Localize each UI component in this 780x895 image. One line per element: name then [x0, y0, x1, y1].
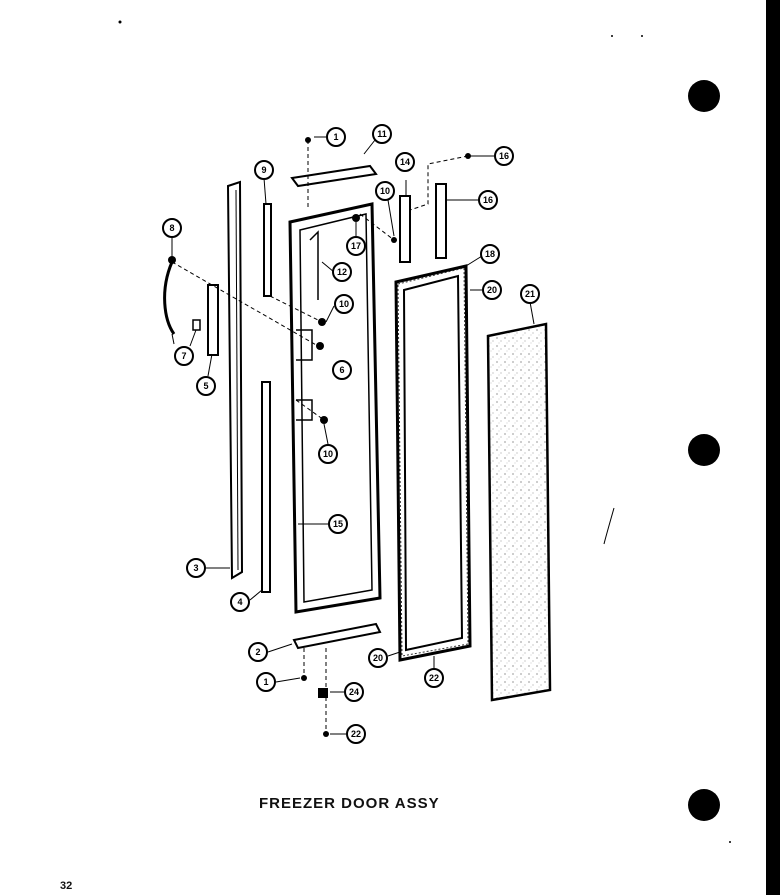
svg-text:20: 20 — [373, 653, 383, 663]
svg-text:22: 22 — [429, 673, 439, 683]
handle-clip — [192, 319, 201, 331]
upper-bracket — [399, 195, 411, 263]
svg-text:16: 16 — [499, 151, 509, 161]
svg-text:1: 1 — [263, 677, 268, 687]
handle-bracket — [207, 284, 219, 356]
svg-text:10: 10 — [339, 299, 349, 309]
svg-text:20: 20 — [487, 285, 497, 295]
callout-24: 24 — [344, 682, 364, 702]
svg-text:5: 5 — [203, 381, 208, 391]
callout-18: 18 — [480, 244, 500, 264]
callout-9: 9 — [254, 160, 274, 180]
svg-text:10: 10 — [323, 449, 333, 459]
scan-specks — [118, 20, 731, 843]
svg-text:9: 9 — [261, 165, 266, 175]
upper-side-strip — [435, 183, 447, 259]
callout-20-upper: 20 — [482, 280, 502, 300]
assembly-lines — [171, 140, 469, 734]
callout-21: 21 — [520, 284, 540, 304]
callout-2: 2 — [248, 642, 268, 662]
callout-15: 15 — [328, 514, 348, 534]
page-number: 32 — [60, 880, 73, 892]
binder-hole-bottom — [688, 789, 720, 821]
inner-liner-panel — [486, 322, 552, 702]
svg-text:22: 22 — [351, 729, 361, 739]
callout-10-lower: 10 — [318, 444, 338, 464]
svg-text:1: 1 — [333, 132, 338, 142]
callout-3: 3 — [186, 558, 206, 578]
svg-text:21: 21 — [525, 289, 535, 299]
leader-lines — [171, 136, 615, 735]
upper-trim-strip — [263, 203, 272, 297]
callout-22-bottom: 22 — [346, 724, 366, 744]
callout-7: 7 — [174, 346, 194, 366]
callout-16-top: 16 — [494, 146, 514, 166]
callout-4: 4 — [230, 592, 250, 612]
svg-text:6: 6 — [339, 365, 344, 375]
diagram-caption: FREEZER DOOR ASSY — [259, 795, 440, 812]
bottom-cap — [292, 622, 382, 650]
svg-text:16: 16 — [483, 195, 493, 205]
svg-text:18: 18 — [485, 249, 495, 259]
callout-11: 11 — [372, 124, 392, 144]
svg-text:24: 24 — [349, 687, 359, 697]
callout-10-upper: 10 — [375, 181, 395, 201]
callout-1-bottom: 1 — [256, 672, 276, 692]
callout-10-mid: 10 — [334, 294, 354, 314]
svg-text:11: 11 — [377, 129, 387, 139]
callout-22-right: 22 — [424, 668, 444, 688]
svg-text:4: 4 — [237, 597, 242, 607]
binder-hole-middle — [688, 434, 720, 466]
callout-8: 8 — [162, 218, 182, 238]
svg-text:17: 17 — [351, 241, 361, 251]
top-cap — [290, 164, 378, 188]
door-frame — [288, 202, 382, 614]
callout-12: 12 — [332, 262, 352, 282]
door-handle — [163, 261, 176, 335]
callout-17: 17 — [346, 236, 366, 256]
svg-text:12: 12 — [337, 267, 347, 277]
callout-6: 6 — [332, 360, 352, 380]
svg-text:2: 2 — [255, 647, 260, 657]
svg-text:8: 8 — [169, 223, 174, 233]
svg-text:3: 3 — [193, 563, 198, 573]
svg-text:10: 10 — [380, 186, 390, 196]
lower-trim-strip — [261, 381, 271, 593]
callout-20-lower: 20 — [368, 648, 388, 668]
callout-14: 14 — [395, 152, 415, 172]
svg-text:7: 7 — [181, 351, 186, 361]
scan-edge-bar — [766, 0, 780, 895]
handle-trim-long — [226, 180, 244, 580]
callout-5: 5 — [196, 376, 216, 396]
callout-16-side: 16 — [478, 190, 498, 210]
svg-text:15: 15 — [333, 519, 343, 529]
door-gasket — [394, 264, 472, 662]
binder-hole-top — [688, 80, 720, 112]
callout-1-top: 1 — [326, 127, 346, 147]
svg-text:14: 14 — [400, 157, 410, 167]
